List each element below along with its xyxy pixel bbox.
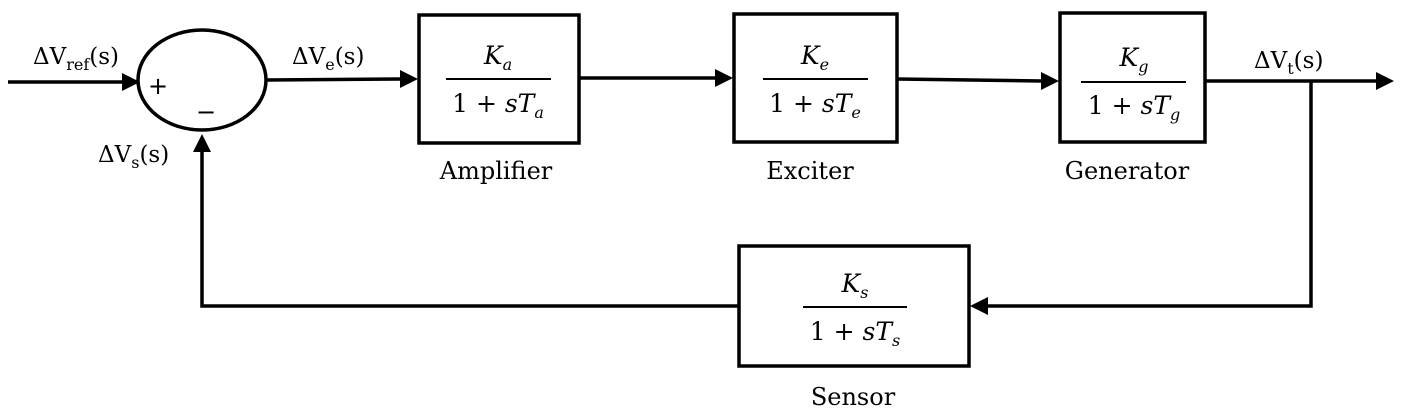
signal-ve-label: ΔVe(s) bbox=[292, 44, 364, 74]
generator-block bbox=[1058, 11, 1207, 144]
arrow-ve bbox=[400, 70, 418, 88]
sensor-denominator: 1 + sTs bbox=[810, 317, 900, 350]
wire-feedback-return bbox=[200, 152, 738, 308]
wire-feedback-down bbox=[986, 81, 1313, 308]
exciter-denominator: 1 + sTe bbox=[769, 89, 861, 122]
signal-vref-label: ΔVref(s) bbox=[33, 44, 119, 74]
generator-label: Generator bbox=[1065, 157, 1190, 185]
minus-sign: − bbox=[196, 98, 216, 126]
arrow-exc-gen bbox=[1041, 72, 1059, 90]
wire-ve bbox=[265, 77, 403, 82]
signal-vs-label: ΔVs(s) bbox=[98, 142, 169, 172]
amplifier-denominator: 1 + sTa bbox=[452, 89, 544, 122]
sensor-block bbox=[737, 244, 971, 368]
arrow-amp-exc bbox=[715, 69, 733, 87]
exciter-numerator: Ke bbox=[800, 41, 829, 74]
amplifier-numerator: Ka bbox=[483, 41, 512, 74]
wire-exc-gen bbox=[896, 77, 1043, 83]
generator-numerator: Kg bbox=[1119, 43, 1149, 76]
summing-junction bbox=[136, 28, 268, 132]
sensor-label: Sensor bbox=[811, 383, 896, 411]
generator-denominator: 1 + sTg bbox=[1088, 91, 1181, 124]
sensor-numerator: Ks bbox=[841, 269, 869, 302]
arrow-feedback-sum bbox=[193, 134, 211, 152]
signal-vt-label: ΔVt(s) bbox=[1254, 48, 1323, 78]
arrow-input bbox=[122, 73, 140, 91]
plus-sign: + bbox=[148, 72, 168, 100]
exciter-label: Exciter bbox=[766, 157, 854, 185]
amplifier-block bbox=[417, 13, 581, 145]
arrow-feedback bbox=[970, 297, 988, 315]
amplifier-label: Amplifier bbox=[439, 157, 553, 185]
arrow-output bbox=[1376, 72, 1394, 90]
